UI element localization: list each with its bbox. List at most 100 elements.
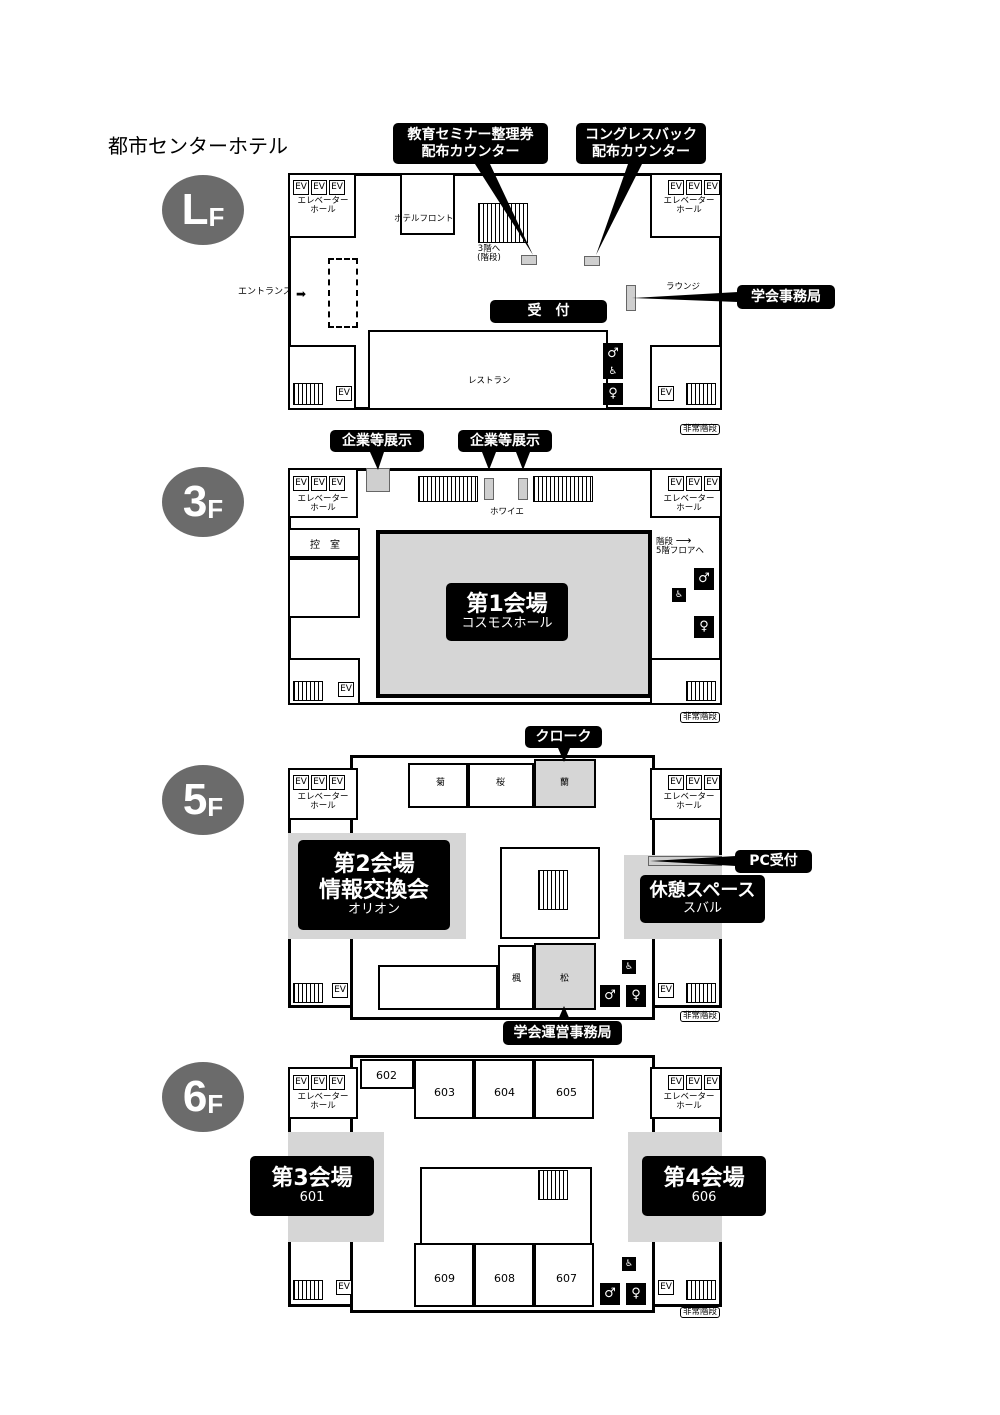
elevator: EV bbox=[336, 1280, 352, 1295]
entrance-label: エントランス bbox=[238, 287, 292, 297]
callout-rest-space: 休憩スペーススバル bbox=[640, 875, 765, 923]
restroom-icon: ♀ bbox=[694, 616, 714, 638]
elevator: EV bbox=[704, 180, 720, 195]
stairs-label: 3階へ(階段) bbox=[477, 244, 501, 264]
elevator: EV bbox=[336, 386, 352, 401]
arrow-right-icon: ➡ bbox=[296, 287, 307, 301]
emergency-stairs-label: 非常階段 bbox=[680, 424, 721, 436]
elevator: EV bbox=[329, 1075, 345, 1090]
hotel-front-label: ホテルフロント bbox=[394, 214, 454, 224]
callout-pointers bbox=[475, 164, 738, 302]
elevator-hall-label: エレベーターホール bbox=[297, 196, 349, 216]
callout-society-office: 学会事務局 bbox=[737, 285, 835, 309]
restroom-icon: ♂ bbox=[600, 1283, 620, 1305]
floor-plan-3f: EV EV EV EV EV EV EV エレベーターホール エレベーターホール… bbox=[288, 468, 722, 705]
room-609: 609 bbox=[434, 1272, 455, 1285]
callout-reception: 受 付 bbox=[490, 300, 607, 323]
elevator: EV bbox=[293, 180, 309, 195]
badge-main: L bbox=[181, 185, 209, 234]
cosmos-hall bbox=[376, 530, 652, 698]
elevator: EV bbox=[668, 476, 684, 491]
callout-cloak: クローク bbox=[525, 726, 602, 748]
callout-hall-2: 第2会場情報交換会オリオン bbox=[298, 840, 450, 930]
emergency-stairs-label: 非常階段 bbox=[680, 1011, 721, 1023]
callout-pointers bbox=[370, 452, 530, 470]
elevator: EV bbox=[332, 983, 348, 998]
callout-pc-reception: PC受付 bbox=[735, 850, 812, 873]
callout-seminar-counter: 教育セミナー整理券配布カウンター bbox=[393, 123, 548, 164]
restroom-icon: ♂ bbox=[600, 985, 620, 1007]
emergency-stairs-label: 非常階段 bbox=[680, 712, 721, 724]
elevator: EV bbox=[658, 386, 674, 401]
elevator-hall-label: エレベーターホール bbox=[663, 1092, 715, 1112]
elevator: EV bbox=[311, 1075, 327, 1090]
room-matsu: 松 bbox=[560, 974, 570, 984]
lounge-label: ラウンジ bbox=[666, 282, 701, 292]
restroom-icon: ♂ bbox=[694, 568, 714, 590]
callout-exhibit-2: 企業等展示 bbox=[458, 430, 552, 452]
elevator: EV bbox=[668, 1075, 684, 1090]
elevator: EV bbox=[658, 1280, 674, 1295]
elevator: EV bbox=[329, 775, 345, 790]
elevator-hall-label: エレベーターホール bbox=[663, 792, 715, 812]
room-608: 608 bbox=[494, 1272, 515, 1285]
room-605: 605 bbox=[556, 1086, 577, 1099]
room-607: 607 bbox=[556, 1272, 577, 1285]
elevator: EV bbox=[293, 1075, 309, 1090]
room-sakura: 桜 bbox=[496, 778, 506, 788]
elevator: EV bbox=[704, 775, 720, 790]
callout-congress-bag-counter: コングレスバック配布カウンター bbox=[576, 123, 706, 164]
badge-main: 3 bbox=[182, 477, 208, 526]
elevator: EV bbox=[686, 775, 702, 790]
restroom-icon: ♀ bbox=[626, 1283, 646, 1305]
elevator-hall-label: エレベーターホール bbox=[663, 196, 715, 216]
elevator: EV bbox=[658, 983, 674, 998]
restroom-icon: ♂ bbox=[603, 343, 623, 365]
elevator: EV bbox=[311, 180, 327, 195]
room-602: 602 bbox=[376, 1069, 397, 1082]
elevator: EV bbox=[686, 1075, 702, 1090]
callout-hall-1: 第1会場コスモスホール bbox=[446, 583, 568, 641]
restroom-icon: ♀ bbox=[603, 383, 623, 405]
elevator: EV bbox=[668, 180, 684, 195]
elevator: EV bbox=[704, 1075, 720, 1090]
restroom-icon: ♀ bbox=[626, 985, 646, 1007]
callout-operations-office: 学会運営事務局 bbox=[503, 1021, 622, 1045]
floor-plan-5f: EV EV EV EV EV EV EV EV エレベーターホール エレベーター… bbox=[288, 755, 722, 1020]
elevator: EV bbox=[338, 682, 354, 697]
room-kiku: 菊 bbox=[436, 778, 446, 788]
room-ran: 蘭 bbox=[560, 778, 570, 788]
room-604: 604 bbox=[494, 1086, 515, 1099]
stairs-to-5f-label: 階段 ⟶5階フロアへ bbox=[656, 534, 704, 557]
elevator: EV bbox=[293, 476, 309, 491]
elevator: EV bbox=[329, 180, 345, 195]
elevator-hall-label: エレベーターホール bbox=[663, 494, 715, 514]
elevator: EV bbox=[311, 775, 327, 790]
badge-sub: F bbox=[207, 493, 224, 524]
floor-plan-lf: EV EV EV EV EV EV EV EV エレベーターホール エレベーター… bbox=[288, 173, 722, 410]
emergency-stairs-label: 非常階段 bbox=[680, 1307, 721, 1319]
elevator: EV bbox=[668, 775, 684, 790]
foyer-label: ホワイエ bbox=[490, 507, 524, 517]
room-kaede: 楓 bbox=[512, 974, 522, 984]
accessible-icon: ♿ bbox=[672, 588, 686, 602]
accessible-icon: ♿ bbox=[603, 365, 623, 379]
badge-sub: F bbox=[207, 791, 224, 822]
room-603: 603 bbox=[434, 1086, 455, 1099]
elevator-hall-label: エレベーターホール bbox=[297, 1092, 349, 1112]
elevator: EV bbox=[704, 476, 720, 491]
elevator: EV bbox=[686, 476, 702, 491]
elevator: EV bbox=[311, 476, 327, 491]
badge-main: 5 bbox=[182, 775, 208, 824]
badge-main: 6 bbox=[182, 1072, 208, 1121]
elevator-hall-label: エレベーターホール bbox=[297, 792, 349, 812]
page-title: 都市センターホテル bbox=[108, 134, 288, 158]
elevator: EV bbox=[293, 775, 309, 790]
elevator-hall-label: エレベーターホール bbox=[297, 494, 349, 514]
restaurant-label: レストラン bbox=[468, 376, 511, 386]
callout-exhibit-1: 企業等展示 bbox=[330, 430, 424, 452]
